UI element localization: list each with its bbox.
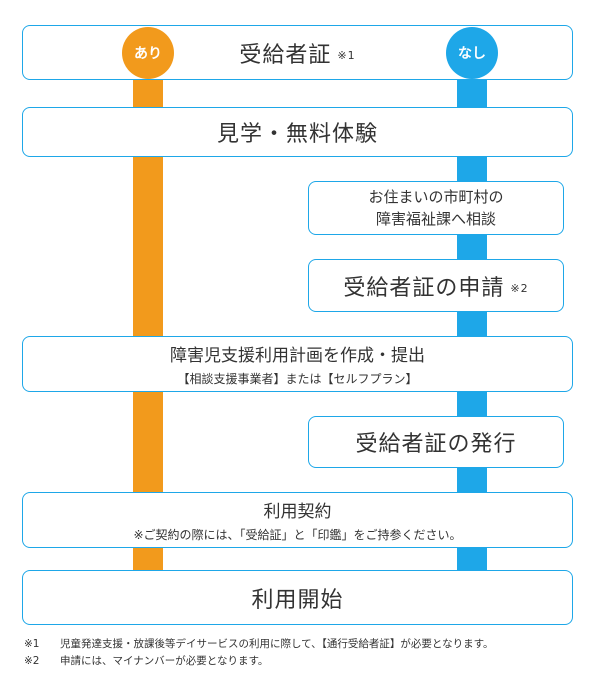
- badge-nashi: なし: [446, 27, 498, 79]
- plan-sub: 【相談支援事業者】または【セルフプラン】: [177, 372, 418, 386]
- contract-title: 利用契約: [263, 502, 332, 522]
- footnote-1-mark: ※1: [24, 638, 40, 650]
- plan-title: 障害児支援利用計画を作成・提出: [170, 346, 425, 366]
- step-plan: 障害児支援利用計画を作成・提出 【相談支援事業者】または【セルフプラン】: [22, 336, 573, 392]
- footnote-2-text: 申請には、マイナンバーが必要となります。: [60, 655, 269, 667]
- step-trial: 見学・無料体験: [22, 107, 573, 157]
- footnote-1: ※1 児童発達支援・放課後等デイサービスの利用に際して、【通行受給者証】が必要と…: [24, 636, 584, 653]
- step-apply: 受給者証の申請 ※2: [308, 259, 564, 312]
- footnotes: ※1 児童発達支援・放課後等デイサービスの利用に際して、【通行受給者証】が必要と…: [24, 636, 584, 670]
- certificate-title: 受給者証: [239, 42, 332, 68]
- step-issue: 受給者証の発行: [308, 416, 564, 468]
- certificate-note: ※1: [337, 49, 356, 62]
- step-contract: 利用契約 ※ご契約の際には、「受給証」と「印鑑」をご持参ください。: [22, 492, 573, 548]
- consult-line1: お住まいの市町村の: [368, 188, 504, 206]
- issue-title: 受給者証の発行: [355, 432, 517, 457]
- contract-sub: ※ご契約の際には、「受給証」と「印鑑」をご持参ください。: [133, 528, 462, 542]
- step-consult: お住まいの市町村の 障害福祉課へ相談: [308, 181, 564, 235]
- footnote-2: ※2 申請には、マイナンバーが必要となります。: [24, 653, 584, 670]
- consult-line2: 障害福祉課へ相談: [375, 210, 496, 228]
- footnote-2-mark: ※2: [24, 655, 40, 667]
- trial-title: 見学・無料体験: [216, 122, 378, 147]
- footnote-1-text: 児童発達支援・放課後等デイサービスの利用に際して、【通行受給者証】が必要となりま…: [60, 638, 494, 650]
- badge-ari: あり: [122, 27, 174, 79]
- apply-title: 受給者証の申請: [343, 275, 505, 301]
- step-start: 利用開始: [22, 570, 573, 625]
- start-title: 利用開始: [251, 587, 344, 613]
- apply-note: ※2: [510, 282, 529, 295]
